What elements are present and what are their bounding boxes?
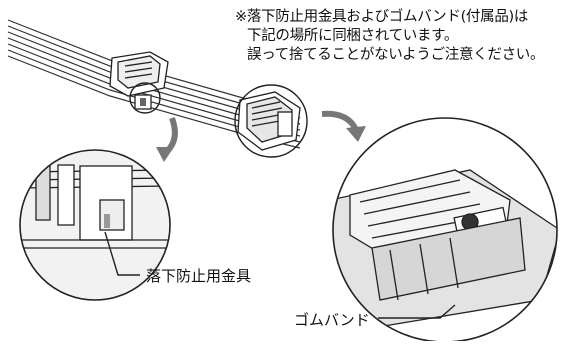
rubber-band-leader (378, 304, 456, 319)
bracket-leader (104, 231, 140, 276)
connector-large (237, 91, 301, 151)
note-line-1: ※落下防止用金具およびゴムバンド(付属品)は (235, 9, 529, 25)
detail-marker-left (129, 82, 161, 114)
arrow-to-left-detail (163, 116, 178, 155)
detail-circle-left (19, 149, 171, 301)
cable-bundle (7, 19, 301, 149)
detail-marker-right (234, 84, 308, 158)
label-rubber-band: ゴムバンド (294, 311, 370, 329)
note-line-3: 誤って捨てることがないようご注意ください。 (247, 47, 545, 63)
note-line-2: 下記の場所に同梱されています。 (247, 28, 459, 44)
package-note: ※落下防止用金具およびゴムバンド(付属品)は 下記の場所に同梱されています。 誤… (235, 8, 544, 65)
detail-circle-right (332, 117, 558, 343)
label-bracket: 落下防止用金具 (146, 267, 252, 285)
